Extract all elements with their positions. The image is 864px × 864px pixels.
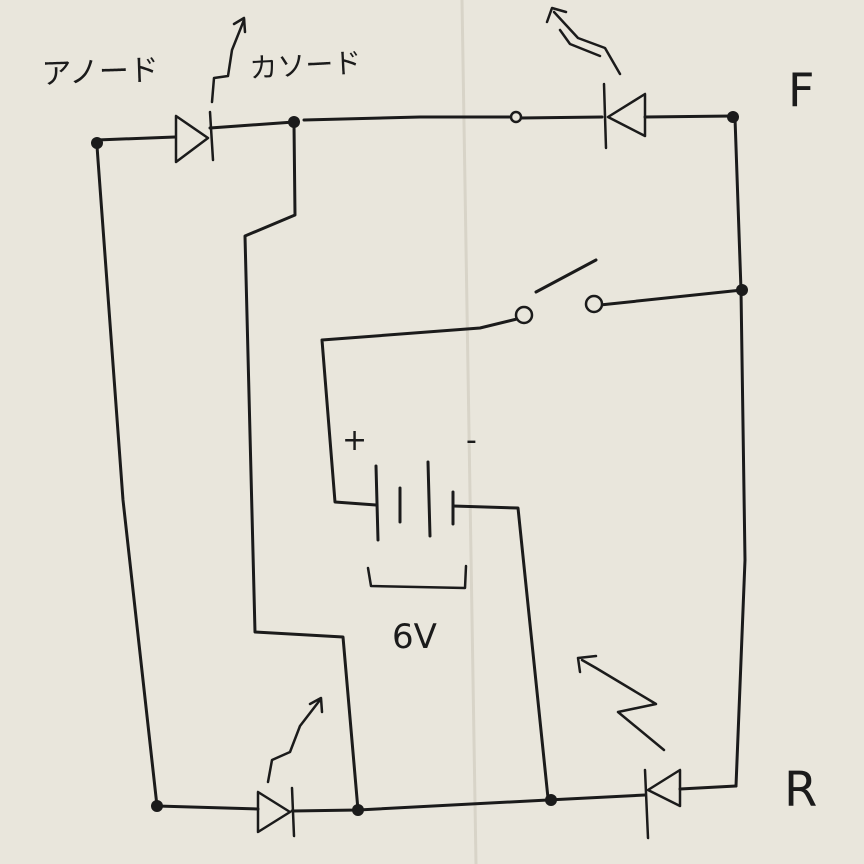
switch-symbol	[514, 258, 604, 325]
led2-bar	[602, 82, 608, 150]
wire-top-middle	[302, 115, 517, 122]
label-voltage: 6V	[392, 617, 437, 657]
wire-bottom-mid	[290, 793, 647, 813]
junction-top-left	[91, 137, 103, 149]
wire-battery-minus	[451, 504, 550, 800]
led1-triangle	[174, 114, 210, 164]
wire-top-right-b	[643, 114, 735, 119]
wire-switch-left	[320, 316, 523, 507]
led2-emission-arrow-2	[558, 28, 602, 58]
led-bottom-left	[256, 696, 324, 838]
led1-bar	[208, 110, 215, 162]
battery-plate-1	[374, 464, 380, 542]
wire-right-rail	[733, 116, 747, 788]
junction-bottom-right	[545, 794, 557, 806]
wire-left-outer	[95, 144, 159, 808]
led4-bar	[643, 768, 650, 840]
battery-bracket	[366, 564, 468, 590]
led2-emission-arrow	[552, 10, 622, 76]
label-plus: +	[342, 423, 367, 458]
led2-arrowhead	[545, 6, 568, 24]
junction-top-middle	[288, 116, 300, 128]
wire-top-led1-right	[208, 120, 296, 130]
led-bottom-right	[576, 654, 682, 840]
wire-top-left	[95, 135, 177, 142]
junction-top-right	[727, 111, 739, 123]
wire-inner-left	[243, 122, 360, 812]
junction-bottom-left	[151, 800, 163, 812]
label-minus: -	[466, 423, 477, 458]
switch-lever	[534, 258, 598, 294]
wire-right-bottom	[678, 784, 738, 791]
battery-symbol	[366, 460, 468, 590]
label-top-right-F: F	[788, 63, 814, 117]
wire-switch-right	[598, 288, 744, 307]
switch-contact-left	[514, 305, 534, 325]
led3-bar	[290, 786, 296, 838]
led4-emission-arrow	[580, 658, 666, 752]
led3-emission-arrow	[266, 698, 322, 784]
led3-arrowhead	[308, 696, 324, 714]
label-cathode: カソード	[249, 46, 363, 85]
led3-triangle	[256, 790, 292, 834]
label-anode: アノード	[41, 53, 159, 92]
led4-arrowhead	[576, 654, 598, 674]
junction-bottom-middle	[352, 804, 364, 816]
paper-fold-line	[460, 0, 478, 864]
battery-plate-3	[426, 460, 432, 538]
led4-triangle	[646, 768, 682, 808]
led1-emission-arrow	[210, 18, 246, 104]
switch-contact-right	[584, 294, 604, 314]
led2-triangle	[606, 92, 647, 138]
led-top-right	[545, 6, 647, 150]
led-top-left	[174, 16, 247, 164]
wire-top-right-a	[518, 115, 604, 120]
wire-bottom-left	[155, 804, 260, 811]
label-bottom-right-R: R	[784, 762, 817, 818]
terminal-top-open	[509, 110, 523, 124]
led1-arrowhead	[232, 16, 247, 34]
junction-right-switch	[736, 284, 748, 296]
